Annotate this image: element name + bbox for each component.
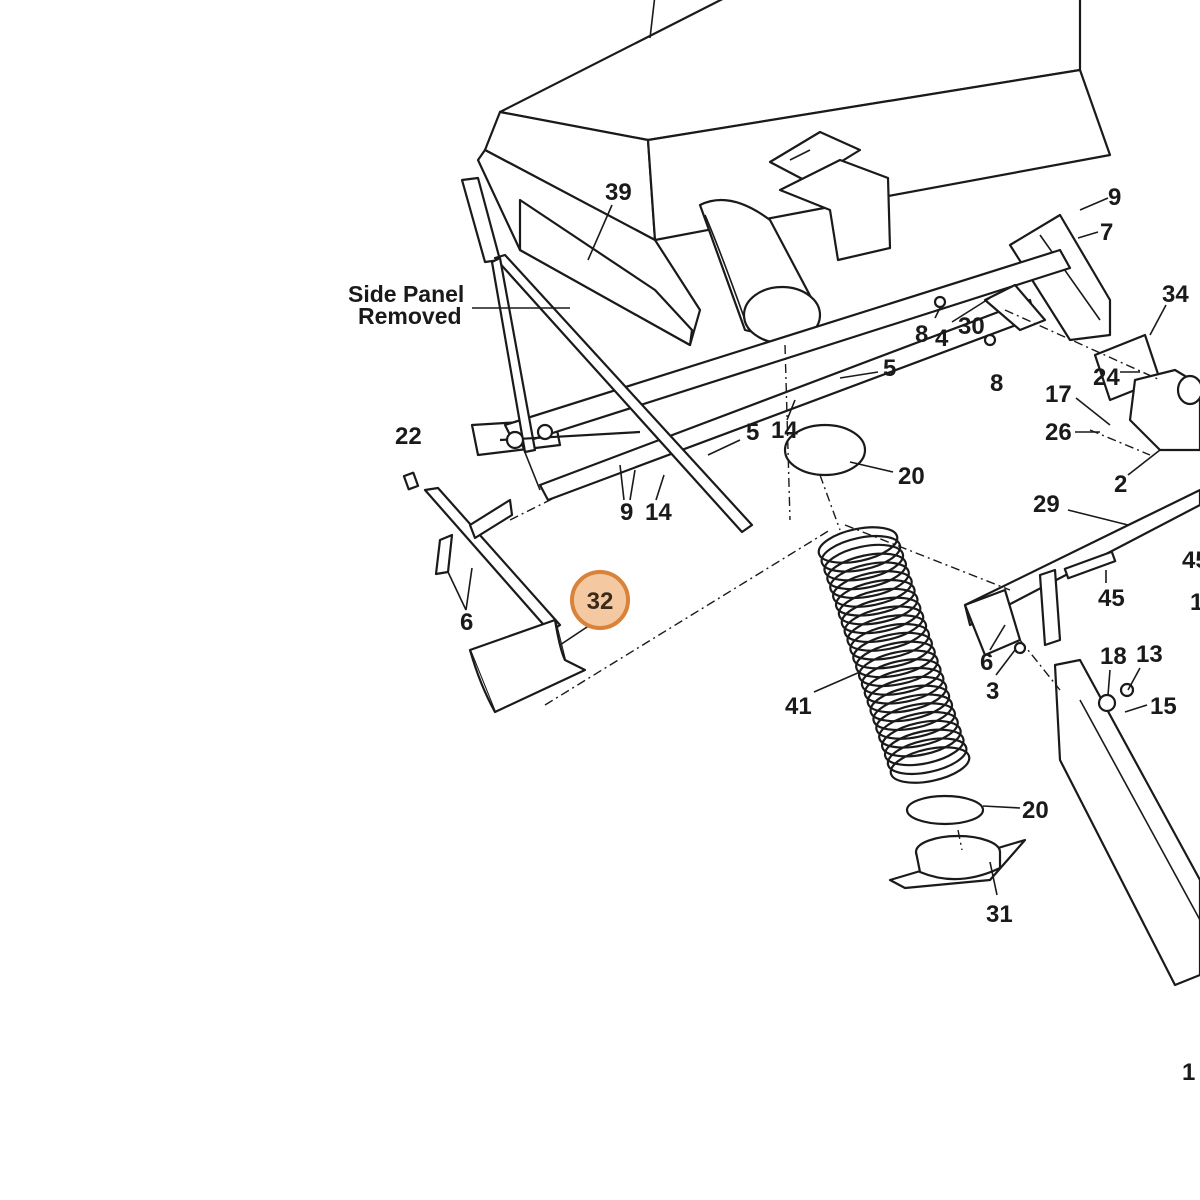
hose-coil bbox=[860, 658, 942, 696]
hose-coil bbox=[829, 561, 910, 600]
hose-assembly bbox=[783, 423, 1027, 890]
hose-coil bbox=[826, 552, 908, 591]
callout-31: 31 bbox=[986, 901, 1013, 928]
hose-coil bbox=[823, 543, 905, 582]
side-panel-note-line1: Side Panel bbox=[348, 281, 464, 307]
callout-39: 39 bbox=[605, 179, 632, 206]
lower-frame bbox=[963, 488, 1200, 987]
callout-3: 3 bbox=[986, 678, 999, 705]
hose-coil bbox=[840, 596, 922, 635]
callout-1-bottom-edge: 1 bbox=[1182, 1059, 1195, 1086]
hose-coil bbox=[869, 684, 951, 723]
frame-rails bbox=[470, 248, 1200, 534]
alignment-lines bbox=[509, 309, 1161, 851]
callout-8-upper: 8 bbox=[915, 321, 928, 348]
hose-coil bbox=[866, 675, 948, 714]
flex-hose-coils bbox=[817, 526, 971, 784]
hose-coil bbox=[832, 570, 913, 608]
hose-coil bbox=[857, 649, 939, 688]
hose-coil bbox=[849, 622, 931, 661]
callout-20-lower: 20 bbox=[1022, 797, 1049, 824]
hose-coil bbox=[875, 702, 956, 740]
callout-45-right: 45 bbox=[1182, 547, 1200, 574]
callout-6-left: 6 bbox=[460, 609, 473, 636]
callout-20-upper: 20 bbox=[898, 463, 925, 490]
callout-26: 26 bbox=[1045, 419, 1072, 446]
hose-coil bbox=[878, 710, 959, 749]
callout-4: 4 bbox=[935, 325, 949, 352]
hose-coil bbox=[843, 605, 925, 644]
callout-17: 17 bbox=[1045, 381, 1072, 408]
callout-30: 30 bbox=[958, 313, 985, 340]
hose-coil bbox=[834, 578, 916, 617]
callout-15: 15 bbox=[1150, 693, 1177, 720]
hose-coil bbox=[855, 640, 936, 679]
leader-lines bbox=[447, 197, 1167, 896]
hose-coil bbox=[820, 534, 902, 573]
hose-coil bbox=[846, 614, 928, 652]
hopper-assembly bbox=[460, 0, 1112, 347]
hose-coil bbox=[889, 746, 971, 784]
callout-24: 24 bbox=[1093, 364, 1120, 391]
hose-coil bbox=[872, 693, 954, 732]
callout-2: 2 bbox=[1114, 471, 1127, 498]
hose-coil bbox=[863, 666, 945, 705]
hose-coil bbox=[883, 728, 965, 767]
callout-1-edge: 1 bbox=[1190, 589, 1200, 616]
hose-coil bbox=[852, 631, 933, 670]
callout-5-right: 5 bbox=[883, 355, 896, 382]
callout-6-right: 6 bbox=[980, 649, 993, 676]
hose-coil bbox=[817, 526, 899, 564]
callout-34: 34 bbox=[1162, 281, 1189, 308]
callout-29: 29 bbox=[1033, 491, 1060, 518]
callout-14-upper: 14 bbox=[771, 417, 798, 444]
hose-coil bbox=[880, 719, 962, 758]
callout-14-lower: 14 bbox=[645, 499, 672, 526]
callout-45-center: 45 bbox=[1098, 585, 1125, 612]
hose-coil bbox=[837, 587, 919, 626]
highlighted-callout-32[interactable]: 32 bbox=[570, 570, 630, 630]
highlight-label: 32 bbox=[587, 588, 614, 615]
callout-7: 7 bbox=[1100, 219, 1113, 246]
callout-22: 22 bbox=[395, 423, 422, 450]
left-chute-assembly bbox=[402, 471, 587, 714]
callout-9-top: 9 bbox=[1108, 184, 1121, 211]
callout-8-lower: 8 bbox=[990, 370, 1003, 397]
callout-13: 13 bbox=[1136, 641, 1163, 668]
side-panel-note-line2: Removed bbox=[358, 303, 462, 329]
callout-41: 41 bbox=[785, 693, 812, 720]
highlight-ring bbox=[570, 570, 630, 630]
callout-18: 18 bbox=[1100, 643, 1127, 670]
callout-9-lower: 9 bbox=[620, 499, 633, 526]
callout-5-left: 5 bbox=[746, 419, 759, 446]
callout-labels: 39 9 7 34 8 4 30 8 5 24 17 26 22 5 14 20… bbox=[395, 179, 1200, 1086]
hose-coil bbox=[886, 737, 968, 776]
